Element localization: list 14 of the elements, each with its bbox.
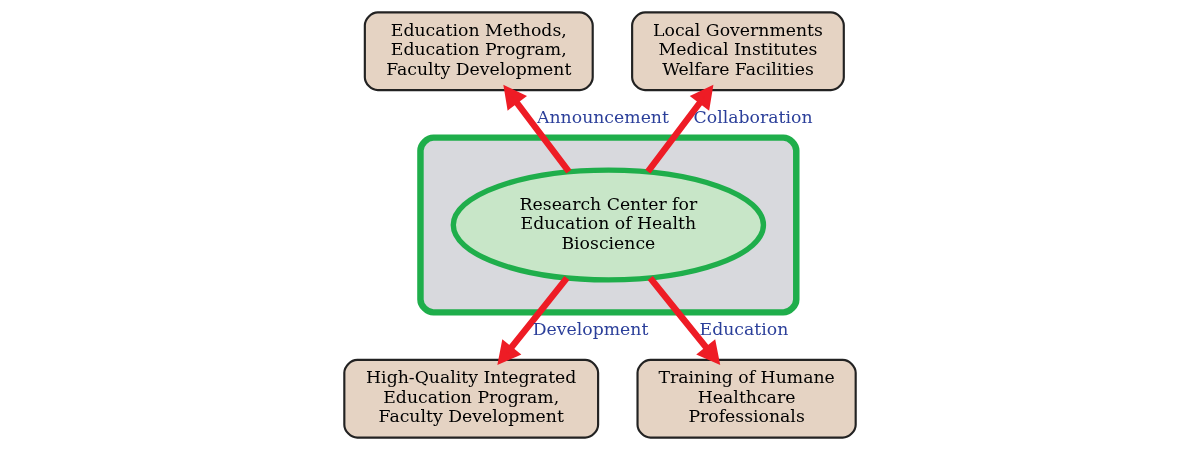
edge-label: Development — [532, 318, 649, 339]
node-box: Training of Humane Healthcare Professionals — [636, 358, 857, 439]
arrow — [647, 276, 721, 365]
node-ellipse: Research Center for Education of Health Bioscience — [450, 167, 767, 283]
node-box: High-Quality Integrated Education Program, Faculty Development — [343, 358, 600, 439]
edge-label: Announcement — [537, 107, 669, 128]
cluster — [417, 134, 800, 316]
edge-label: Collaboration — [693, 107, 813, 128]
arrow — [497, 276, 570, 365]
arrow — [503, 84, 572, 174]
node-box: Local Governments Medical Institutes Welfare Facilities — [631, 11, 845, 92]
node-box: Education Methods, Education Program, Faculty Development — [363, 11, 594, 92]
arrow — [645, 84, 714, 174]
edge-label: Education — [699, 318, 789, 339]
